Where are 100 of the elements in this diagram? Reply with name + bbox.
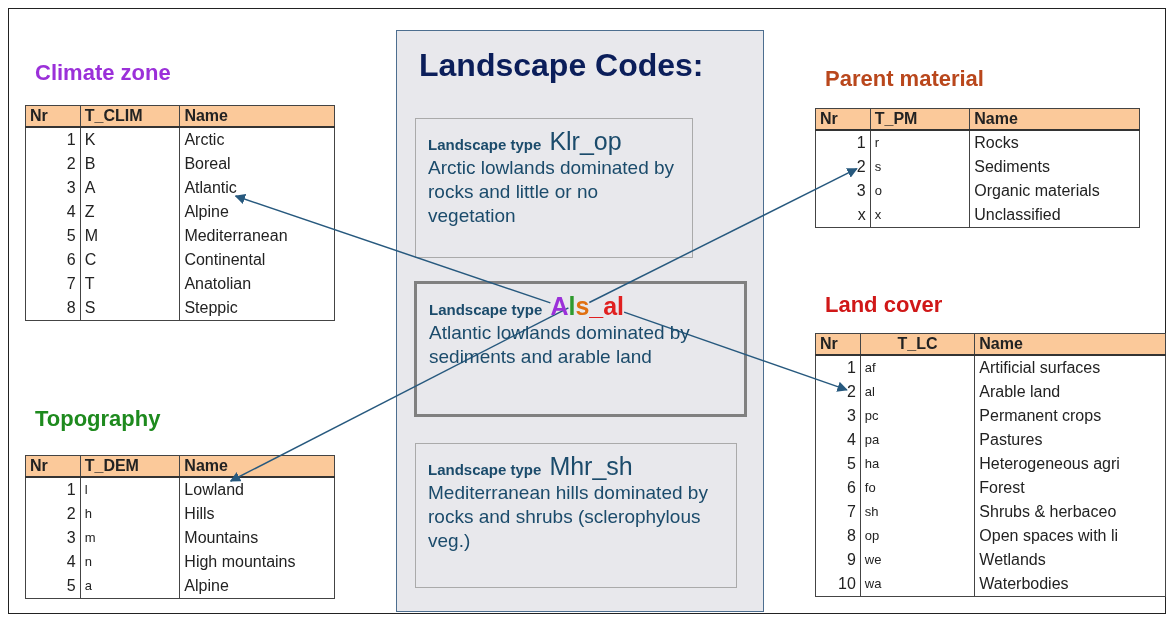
- type-label: Landscape type: [428, 461, 542, 478]
- table-cell: 8: [25, 296, 81, 321]
- table-heading: Climate zone: [35, 60, 171, 86]
- table-cell: 5: [25, 574, 81, 599]
- codes-panel: [396, 30, 764, 612]
- table-cell: 1: [25, 477, 81, 502]
- type-label: Landscape type: [428, 136, 542, 153]
- table-cell: B: [80, 152, 180, 176]
- table-cell: Alpine: [179, 574, 335, 599]
- arrow: [229, 307, 570, 482]
- table-cell: 7: [25, 272, 81, 296]
- code-box: [415, 118, 693, 258]
- table-cell: pa: [860, 428, 975, 452]
- table-cell: 2: [25, 502, 81, 526]
- table-cell: af: [860, 355, 975, 380]
- table-cell: 5: [25, 224, 81, 248]
- table-cell: Shrubs & herbaceo: [974, 500, 1166, 524]
- header-cell: Name: [179, 105, 335, 127]
- table-cell: 4: [25, 200, 81, 224]
- code-description: Mediterranean hills dominated by rocks and shrubs (sclerophylous veg.): [428, 481, 709, 553]
- table-cell: Sediments: [969, 155, 1140, 179]
- table-cell: C: [80, 248, 180, 272]
- table-cell: T: [80, 272, 180, 296]
- table-cell: Pastures: [974, 428, 1166, 452]
- table-cell: 3: [25, 176, 81, 200]
- header-cell: Name: [179, 455, 335, 477]
- table-cell: Permanent crops: [974, 404, 1166, 428]
- table-cell: Heterogeneous agri: [974, 452, 1166, 476]
- table-cell: 10: [815, 572, 861, 597]
- code-box: [415, 443, 737, 588]
- table-cell: 6: [815, 476, 861, 500]
- table-cell: Hills: [179, 502, 335, 526]
- table-cell: Artificial surfaces: [974, 355, 1166, 380]
- table-cell: A: [80, 176, 180, 200]
- code-box: [414, 281, 747, 417]
- table-cell: r: [870, 130, 970, 155]
- table-cell: 4: [815, 428, 861, 452]
- code-letter: s: [575, 292, 590, 320]
- header-cell: T_LC: [860, 333, 975, 355]
- header-cell: T_DEM: [80, 455, 180, 477]
- table-cell: 7: [815, 500, 861, 524]
- table-cell: pc: [860, 404, 975, 428]
- table-cell: Arctic: [179, 127, 335, 152]
- table-cell: 2: [25, 152, 81, 176]
- cell-text: 2: [846, 383, 856, 400]
- table-cell: we: [860, 548, 975, 572]
- cell-text: 2: [856, 158, 866, 175]
- code-letter: l: [568, 292, 576, 320]
- table-cell: 5: [815, 452, 861, 476]
- table-cell: Unclassified: [969, 203, 1140, 228]
- table-heading: Parent material: [825, 66, 984, 92]
- table-cell: Rocks: [969, 130, 1140, 155]
- code-description: Arctic lowlands dominated by rocks and little or no vegetation: [428, 156, 676, 228]
- table-cell: 3: [815, 404, 861, 428]
- table-cell: High mountains: [179, 550, 335, 574]
- header-cell: Name: [974, 333, 1166, 355]
- table-cell: Wetlands: [974, 548, 1166, 572]
- table-cell: Continental: [179, 248, 335, 272]
- table-cell: 1: [815, 130, 871, 155]
- header-cell: Nr: [815, 108, 871, 130]
- table-cell: l: [80, 477, 180, 502]
- table-cell: Open spaces with li: [974, 524, 1166, 548]
- table-heading: Land cover: [825, 292, 943, 318]
- type-label: Landscape type: [429, 301, 543, 318]
- table-cell: Waterbodies: [974, 572, 1166, 597]
- header-cell: T_CLIM: [80, 105, 180, 127]
- table-cell: 4: [25, 550, 81, 574]
- table-cell: x: [815, 203, 871, 228]
- table-cell: h: [80, 502, 180, 526]
- table-cell: m: [80, 526, 180, 550]
- code-letter: _al: [589, 292, 625, 320]
- table-cell: n: [80, 550, 180, 574]
- table-cell: 9: [815, 548, 861, 572]
- table-cell: ha: [860, 452, 975, 476]
- table-cell: Boreal: [179, 152, 335, 176]
- table-cell: Mountains: [179, 526, 335, 550]
- table-cell: wa: [860, 572, 975, 597]
- table-cell: sh: [860, 500, 975, 524]
- table-cell: Alpine: [179, 200, 335, 224]
- header-cell: Nr: [815, 333, 861, 355]
- table-cell: op: [860, 524, 975, 548]
- cell-text: Atlantic: [184, 179, 237, 196]
- table-cell: K: [80, 127, 180, 152]
- table-cell: S: [80, 296, 180, 321]
- table-cell: Anatolian: [179, 272, 335, 296]
- table-cell: Organic materials: [969, 179, 1140, 203]
- table-cell: 1: [25, 127, 81, 152]
- table-heading: Topography: [35, 406, 161, 432]
- arrow: [588, 167, 858, 304]
- table-cell: al: [860, 380, 975, 404]
- table-cell: 3: [25, 526, 81, 550]
- code-letter: A: [550, 292, 569, 320]
- table-cell: a: [80, 574, 180, 599]
- arrow: [623, 311, 848, 392]
- landscape-code: Mhr_sh: [549, 452, 633, 480]
- arrow: [234, 194, 552, 304]
- table-cell: Mediterranean: [179, 224, 335, 248]
- table-cell: 3: [815, 179, 871, 203]
- table-cell: Z: [80, 200, 180, 224]
- header-cell: T_PM: [870, 108, 970, 130]
